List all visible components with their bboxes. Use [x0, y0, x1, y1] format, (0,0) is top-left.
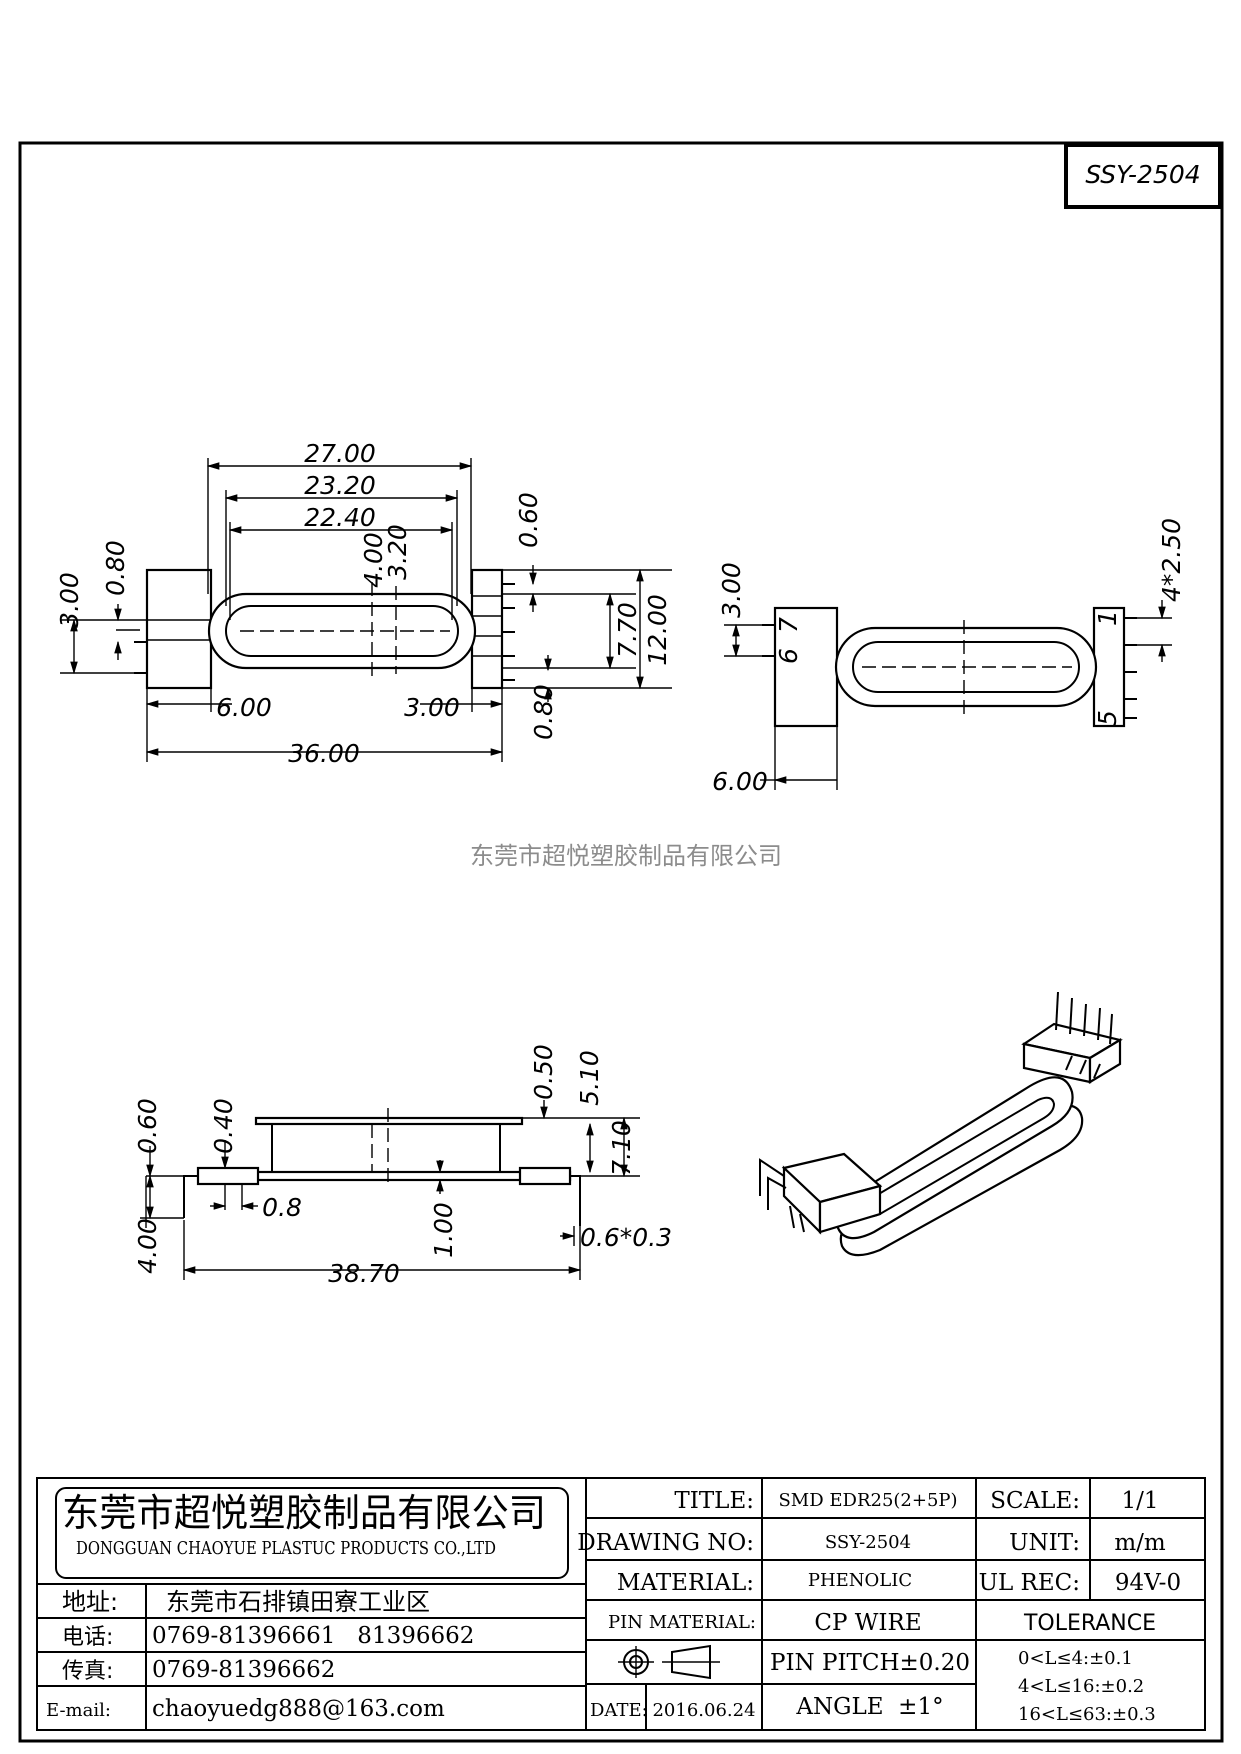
tolerance-row-2: 4<L≤16:±0.2	[1018, 1676, 1144, 1697]
drawing-no-value: SSY-2504	[825, 1532, 911, 1553]
drawing-code: SSY-2504	[1085, 160, 1200, 189]
title-label: TITLE:	[674, 1488, 754, 1514]
top-core-inner	[225, 605, 459, 657]
angle: ANGLE ±1°	[795, 1694, 943, 1720]
front-dim-5-1: 5.10	[575, 1050, 604, 1106]
date-value: 2016.06.24	[652, 1700, 755, 1721]
address-label: 地址:	[62, 1588, 118, 1616]
ul-label: UL REC:	[979, 1570, 1080, 1596]
front-dim-1: 1.00	[429, 1202, 458, 1258]
phone-label: 电话:	[62, 1625, 113, 1650]
top-right-flange	[470, 568, 504, 690]
pin-label-1: 1	[1093, 610, 1122, 626]
pin-label-7: 7	[774, 617, 803, 633]
unit-value: m/m	[1114, 1530, 1166, 1556]
sheet-border	[18, 141, 1224, 1743]
isometric-view	[759, 991, 1123, 1257]
unit-label: UNIT:	[1009, 1530, 1080, 1556]
projection-symbol-icon	[618, 1644, 720, 1680]
top-dim-0-6: 0.60	[514, 492, 543, 548]
top-dim-3-2: 3.20	[383, 524, 412, 580]
email-value: chaoyuedg888@163.com	[152, 1696, 445, 1722]
tolerance-label: TOLERANCE	[1023, 1611, 1156, 1636]
tolerance-row-3: 16<L≤63:±0.3	[1018, 1704, 1156, 1725]
date-label: DATE:	[590, 1700, 648, 1721]
tolerance-row-1: 0<L≤4:±0.1	[1018, 1648, 1133, 1669]
side-dim-3: 3.00	[717, 562, 746, 618]
title-value: SMD EDR25(2+5P)	[778, 1490, 957, 1511]
front-dim-0-4: 0.40	[209, 1098, 238, 1154]
phone-value: 0769-81396661 81396662	[152, 1623, 474, 1649]
side-core-inner	[852, 641, 1080, 693]
front-dim-38-7: 38.70	[328, 1259, 400, 1288]
top-dim-27: 27.00	[304, 439, 376, 468]
top-dim-4: 4.00	[359, 532, 388, 588]
front-dim-0-8: 0.8	[262, 1193, 302, 1222]
scale-label: SCALE:	[990, 1488, 1080, 1514]
top-left-flange	[145, 568, 213, 690]
top-dim-36: 36.00	[288, 739, 360, 768]
side-dim-4x2-5: 4*2.50	[1157, 518, 1186, 602]
front-dim-7-1: 7.10	[607, 1120, 636, 1176]
ul-value: 94V-0	[1115, 1570, 1181, 1596]
title-block: 东莞市超悦塑胶制品有限公司 DONGGUAN CHAOYUE PLASTUC P…	[36, 1477, 1206, 1731]
top-view: 27.00 23.20 22.40 4.00 3.20 0.60 7.70 12…	[55, 439, 672, 768]
top-dim-23-2: 23.20	[304, 471, 376, 500]
side-left-flange	[773, 606, 839, 728]
top-dim-0-8-left: 0.80	[101, 540, 130, 596]
email-label: E-mail:	[46, 1700, 111, 1721]
material-value: PHENOLIC	[808, 1570, 912, 1591]
side-dim-6: 6.00	[712, 767, 768, 796]
address-value: 东莞市石排镇田寮工业区	[166, 1588, 430, 1616]
drawing-code-box: SSY-2504	[1064, 143, 1222, 209]
top-dim-3-bottom: 3.00	[404, 693, 460, 722]
top-dim-0-8-right: 0.80	[529, 684, 558, 740]
watermark-company: 东莞市超悦塑胶制品有限公司	[470, 842, 782, 870]
pin-material-label: PIN MATERIAL:	[608, 1612, 756, 1633]
top-dim-12: 12.00	[643, 594, 672, 666]
top-dim-3-left: 3.00	[55, 572, 84, 628]
top-dim-7-7: 7.70	[613, 602, 642, 658]
material-label: MATERIAL:	[617, 1570, 754, 1596]
pin-label-6: 6	[774, 648, 803, 664]
front-dim-4: 4.00	[133, 1218, 162, 1274]
front-view: 0.60 0.40 0.8 0.50 5.10 7.10 1.00 0.6*0.…	[133, 1044, 672, 1288]
front-dim-0-6x0-3: 0.6*0.3	[580, 1223, 672, 1252]
fax-value: 0769-81396662	[152, 1657, 335, 1683]
top-dim-22-4: 22.40	[304, 503, 376, 532]
company-name-cn: 东莞市超悦塑胶制品有限公司	[62, 1491, 546, 1535]
drawing-no-label: DRAWING NO:	[577, 1530, 754, 1556]
side-view: 7 6 1 5 3.00 4*2.50 6.00	[712, 518, 1186, 796]
pin-label-5: 5	[1093, 710, 1122, 726]
company-name-en: DONGGUAN CHAOYUE PLASTUC PRODUCTS CO.,LT…	[76, 1538, 496, 1559]
scale-value: 1/1	[1121, 1488, 1158, 1514]
fax-label: 传真:	[62, 1659, 113, 1684]
pin-material-value: CP WIRE	[814, 1610, 921, 1636]
pin-pitch: PIN PITCH±0.20	[770, 1650, 970, 1676]
side-right-flange	[1092, 606, 1126, 728]
top-dim-6: 6.00	[216, 693, 272, 722]
company-box	[55, 1487, 569, 1579]
front-dim-0-5: 0.50	[529, 1044, 558, 1100]
front-dim-0-6: 0.60	[133, 1098, 162, 1154]
